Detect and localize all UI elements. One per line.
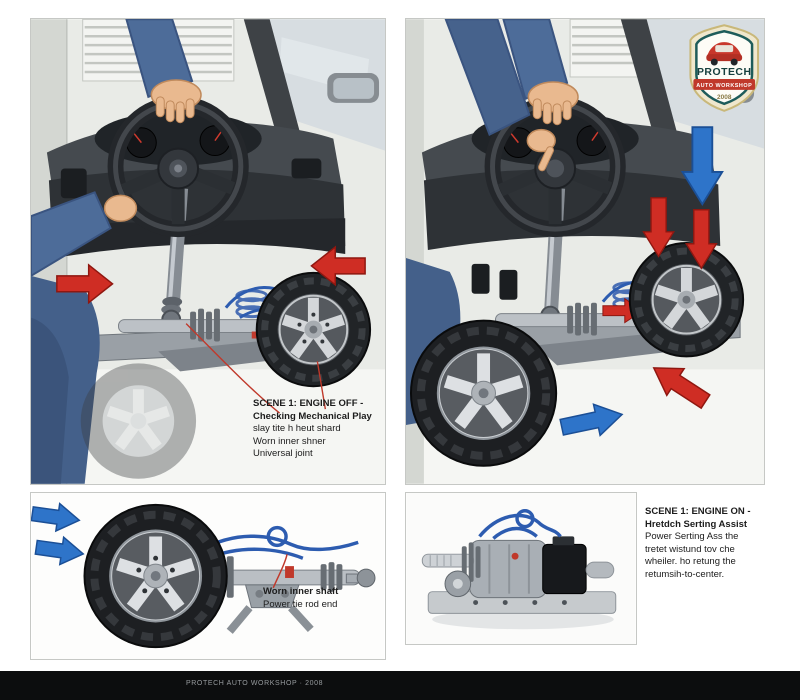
caption-engine-off: SCENE 1: ENGINE OFF - Checking Mechanica… [253,398,381,461]
front-wheel [628,242,745,358]
panel-engine-off [30,18,386,485]
caption-line: tretet wistund tov che [645,543,735,555]
tie-rod-end [345,568,376,588]
bolts [473,600,567,606]
cylinder [585,561,615,579]
wheel-closeup [83,503,228,649]
input-shaft [421,553,475,568]
a-pillar [620,19,677,139]
caption-line: wheiler. ho retung the [645,556,736,567]
panel-wheel-closeup [30,492,386,660]
logo-year-text: 2008 [717,94,732,101]
front-wheel [255,271,372,388]
a-pillar [243,19,300,139]
wheel-closeup-illustration [31,493,384,659]
fluid-reservoir [542,536,587,595]
panel-engine-on: PROTECH AUTO WORKSHOP 2008 [405,18,765,485]
caption-line: Power tie rod end [263,598,338,610]
cv-boot [461,542,481,582]
steering-rack-assembly [191,525,376,634]
tie-rod-boot [320,562,343,592]
blue-arrow-right-icon [31,502,81,533]
red-arrow-down-icon [684,209,718,270]
driver-arm-top [502,19,579,126]
caption-pointer-lines [185,323,327,414]
caption-title: SCENE 1: ENGINE OFF - [253,398,364,409]
pedals [471,263,518,300]
footer-text: PROTECH AUTO WORKSHOP · 2008 [186,680,324,687]
driver-arm-top [125,19,202,124]
red-arrow-upleft-icon [652,367,711,410]
caption-line: Worn inner shaft [263,586,339,597]
steering-gear-illustration [406,493,636,644]
red-arrow-right-icon [310,245,366,287]
footer-bar: PROTECH AUTO WORKSHOP · 2008 [0,671,800,700]
logo-brand-text: PROTECH [697,67,752,78]
logo-ribbon: AUTO WORKSHOP [693,78,756,90]
engine-on-illustration: PROTECH AUTO WORKSHOP 2008 [406,19,764,484]
caption-title: SCENE 1: ENGINE ON - [645,506,751,517]
driver-arm-left [31,191,138,278]
caption-wheel-closeup: Worn inner shaft Power tie rod end [263,586,383,611]
panel-steering-gear [405,492,637,645]
blue-arrow-right-icon [34,535,85,566]
caption-line: Power Serting Ass the [645,531,739,542]
leak-point [511,552,519,560]
pump-housing [469,539,548,599]
logo-ribbon-text: AUTO WORKSHOP [696,83,752,89]
left-front-wheel [409,319,558,467]
cv-boot [567,302,597,336]
side-mirror [327,73,380,103]
caption-line: Worn inner shner [253,435,326,447]
wheel-ghost [80,363,197,479]
pointing-hand [444,19,556,172]
engine-off-illustration [31,19,385,484]
worn-clamp [285,566,294,578]
air-vents [60,158,322,199]
blue-arrow-right-icon [559,403,624,437]
protech-logo-badge: PROTECH AUTO WORKSHOP 2008 [689,24,760,112]
caption-pointer-line [272,554,288,589]
pressure-hoses [478,509,562,540]
car-icon [706,42,743,66]
blue-arrow-down-icon [680,126,724,207]
caption-line: retumsih-to-center. [645,568,725,580]
caption-line: Universal joint [253,448,313,459]
red-arrow-down-icon [642,197,675,258]
red-arrow-left-icon [56,263,114,305]
caption-line: slay tite h heut shard [253,423,341,434]
caption-engine-on: SCENE 1: ENGINE ON - Hretdch Serting Ass… [645,506,785,581]
caption-line: Hretdch Serting Assist [645,518,748,530]
caption-line: Checking Mechanical Play [253,410,372,422]
